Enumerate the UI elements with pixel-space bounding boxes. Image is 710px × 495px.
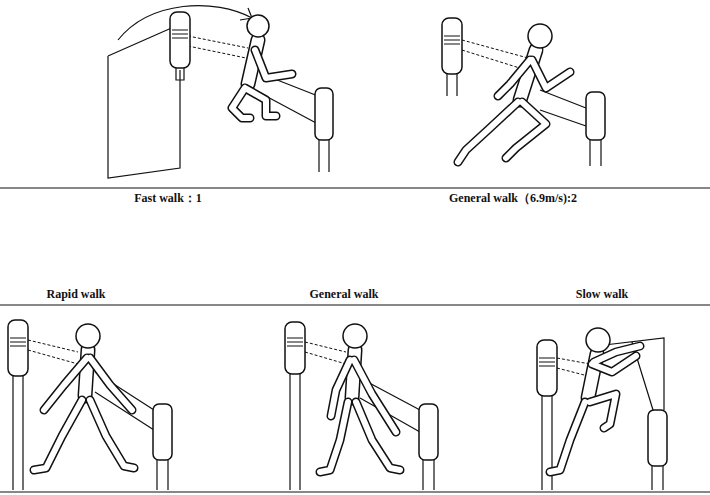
sensor-detail (172, 30, 188, 80)
receiver-sensor (586, 92, 605, 140)
separator-line (0, 491, 710, 492)
detection-beam (557, 358, 590, 376)
figure-caption: General walk (308, 287, 381, 301)
sensor-pole (444, 36, 460, 96)
sensor-pole (287, 338, 303, 490)
wall (108, 26, 180, 178)
sensor-pole (423, 460, 434, 490)
sensor-pole (590, 140, 601, 166)
receiver-sensor (419, 404, 438, 460)
person-figure (320, 324, 400, 472)
figure-caption: Fast walk：1 (132, 191, 204, 205)
transmitter-sensor (8, 320, 28, 376)
transmitter-sensor (285, 322, 305, 374)
person-figure (458, 24, 570, 162)
sensor-pole (157, 460, 168, 490)
transmitter-sensor (537, 340, 557, 396)
figure-caption: Rapid walk (44, 287, 107, 301)
detection-beam (28, 340, 78, 364)
sensor-pole (319, 140, 329, 172)
receiver-sensor (315, 88, 333, 140)
detection-beam (462, 40, 528, 70)
person-figure (232, 15, 292, 118)
person-figure (550, 328, 640, 472)
figure-caption: General walk（6.9m/s):2 (447, 191, 579, 205)
transmitter-sensor (170, 12, 190, 68)
separator-line (0, 304, 710, 305)
separator-line (0, 187, 710, 188)
sensor-pole (652, 466, 663, 490)
transmitter-sensor (442, 18, 462, 74)
figure-caption: Slow walk (574, 287, 630, 301)
detection-beam (188, 36, 248, 58)
person-figure (34, 324, 134, 470)
receiver-sensor (153, 404, 172, 460)
receiver-sensor (648, 410, 667, 466)
sensor-pole (10, 338, 26, 490)
detection-beam (305, 342, 346, 364)
